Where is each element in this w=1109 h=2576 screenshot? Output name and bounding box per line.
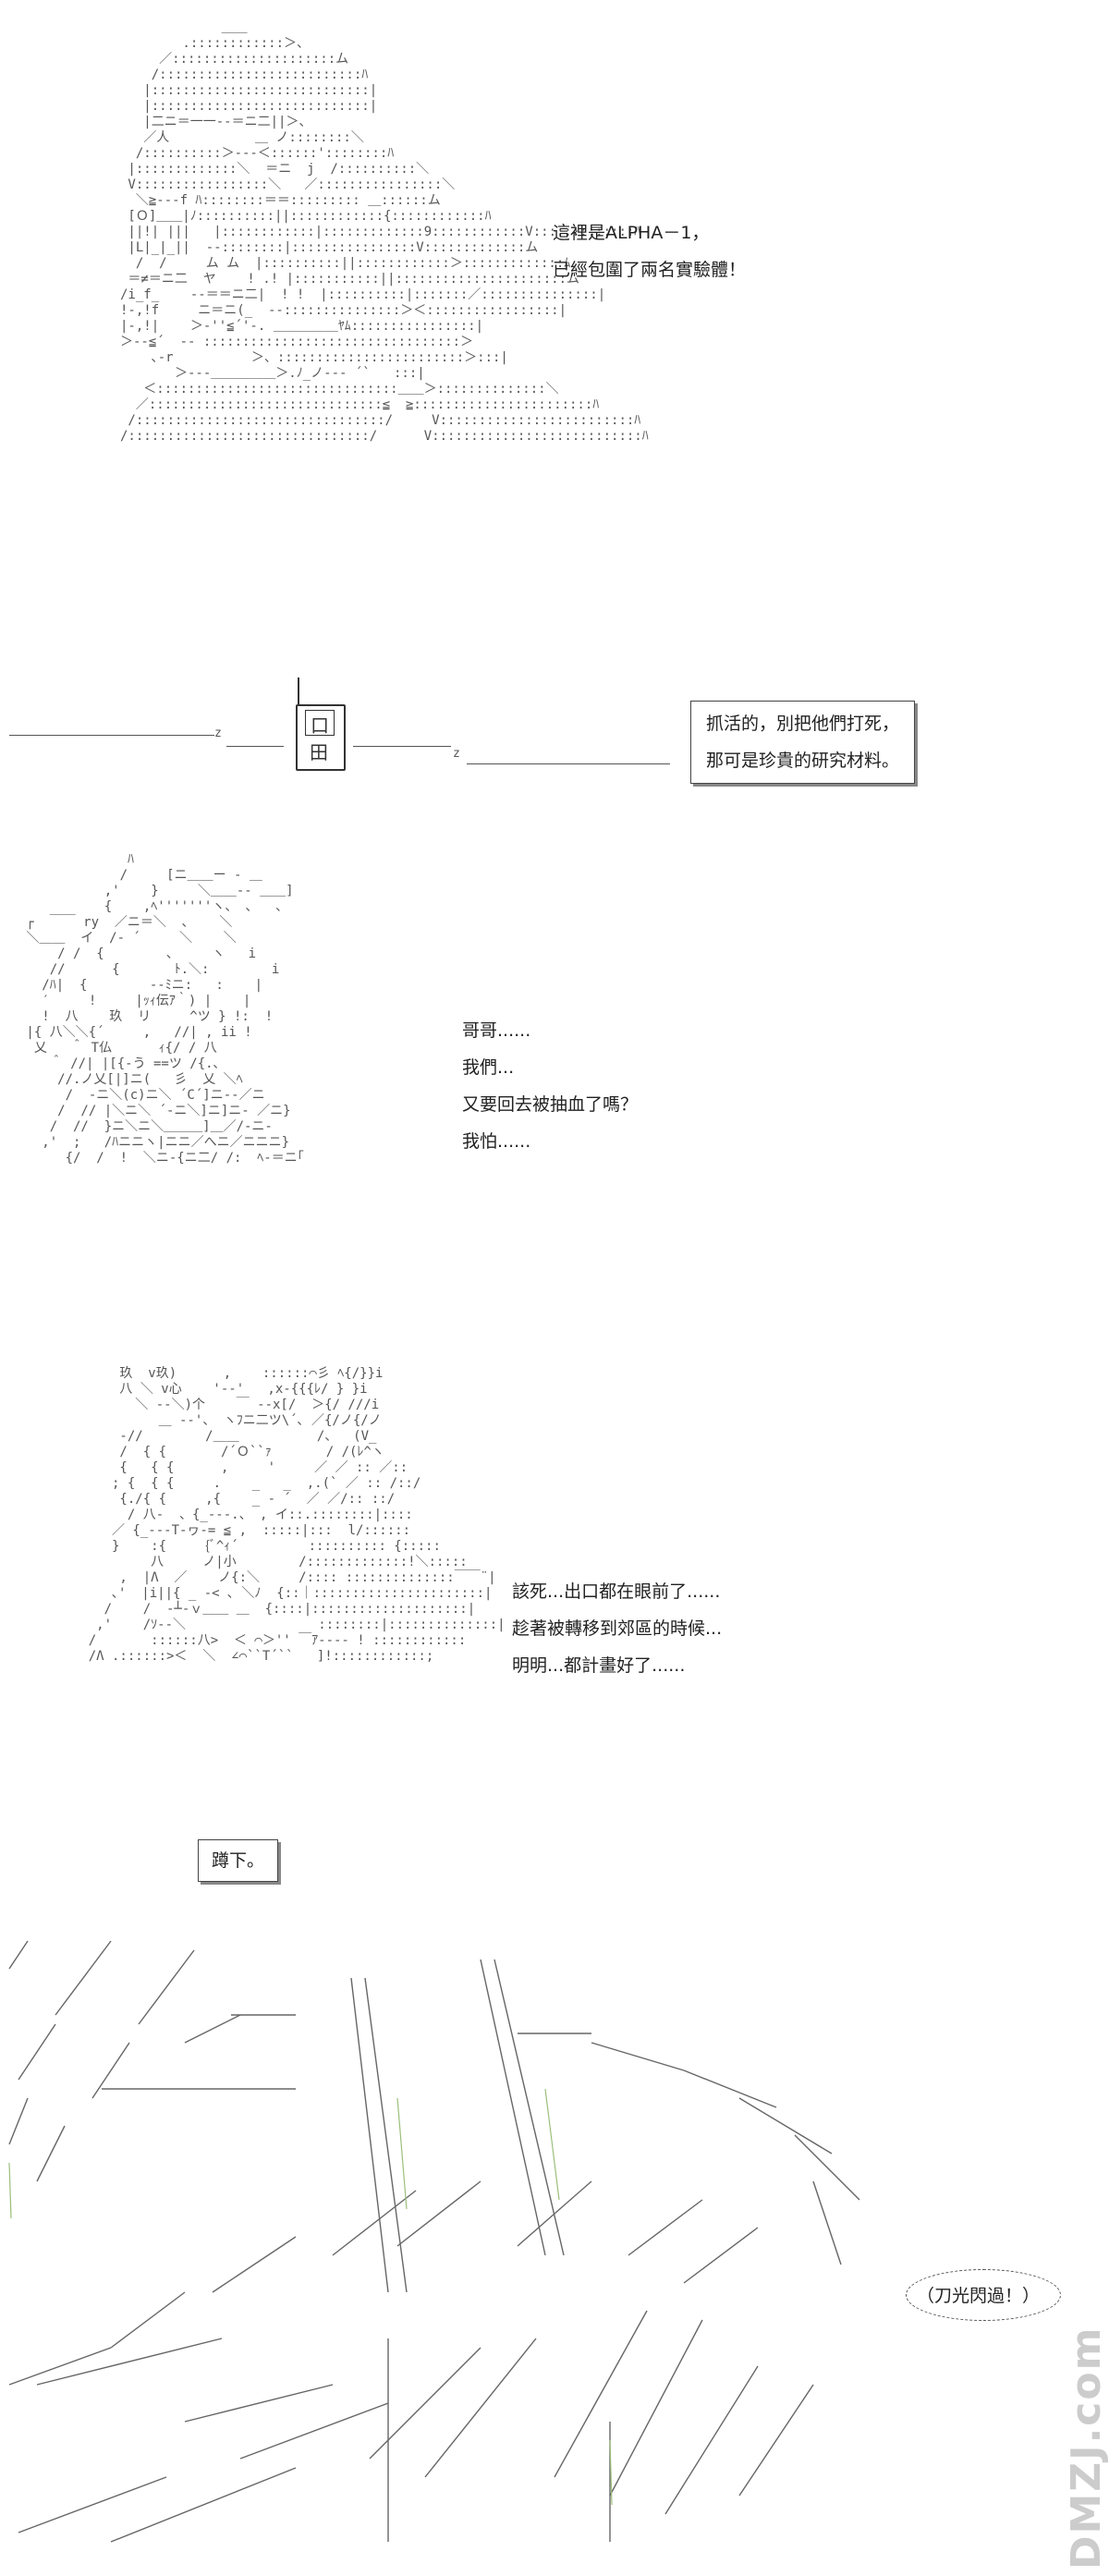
slash-line — [212, 2236, 297, 2293]
slash-line — [110, 2467, 297, 2543]
slash-line — [609, 2319, 703, 2497]
slash-highlight — [8, 2162, 12, 2219]
radio-keypad: 田 — [310, 741, 328, 763]
dialogue-line: 趁著被轉移到郊區的時候... — [512, 1618, 723, 1639]
slash-line — [8, 2347, 112, 2386]
slash-line — [628, 2199, 703, 2256]
soldier-dialogue: 這裡是ALPHA－1， 已經包圍了兩名實驗體！ — [553, 214, 746, 288]
soldier-ascii-art: ＿＿ .::::::::::::＞、 ／::::::::::::::::::::… — [120, 20, 649, 444]
slash-line — [184, 2384, 334, 2423]
sfx-text: （刀光閃過！） — [917, 2286, 1041, 2306]
dialogue-line: 又要回去被抽血了嗎？ — [462, 1094, 639, 1115]
slash-line — [364, 1977, 408, 2293]
blade-slash-art — [8, 1940, 860, 2543]
slash-line — [91, 2042, 130, 2099]
radio-message-box: 抓活的，別把他們打死， 那可是珍貴的研究材料。 — [690, 701, 916, 784]
slash-line — [554, 2310, 648, 2478]
slash-line — [36, 2338, 223, 2386]
slash-line — [480, 1959, 546, 2256]
brother-dialogue: 該死...出口都在眼前了...... 趁著被轉移到郊區的時候... 明明...都… — [512, 1573, 722, 1684]
site-watermark: DMZJ.com — [1063, 2326, 1109, 2570]
slash-line — [683, 2227, 759, 2284]
slash-line — [683, 2069, 777, 2108]
radio-screen: 口 — [305, 710, 335, 737]
slash-line — [424, 2338, 537, 2478]
slash-line — [18, 2476, 167, 2533]
slash-line — [350, 1977, 389, 2293]
radio-signal-line-right — [467, 763, 670, 764]
slash-line — [239, 2402, 389, 2460]
radio-signal-line-left-short — [226, 746, 284, 747]
brother-ascii-art: 玖 v玖) , ::::::⌒彡 ﾍ{/}}i 八 ＼ v心 '‐‐' ,x‐{… — [88, 1366, 506, 1664]
slash-line — [18, 2023, 56, 2081]
slash-line — [738, 2384, 814, 2497]
slash-line — [812, 2180, 842, 2265]
radio-signal-line-left — [9, 735, 214, 736]
slash-line — [138, 1949, 195, 2025]
dialogue-line: 哥哥...... — [462, 1020, 531, 1041]
slash-line — [664, 2365, 759, 2515]
slash-line — [517, 2180, 592, 2247]
sister-dialogue: 哥哥...... 我們... 又要回去被抽血了嗎？ 我怕...... — [462, 1012, 638, 1160]
radio-message-line: 那可是珍貴的研究材料。 — [706, 751, 900, 771]
dialogue-line: 已經包圍了兩名實驗體！ — [553, 260, 747, 280]
slash-line — [332, 2190, 417, 2256]
dialogue-line: 明明...都計畫好了...... — [512, 1655, 686, 1676]
slash-line — [738, 2097, 833, 2155]
slash-line — [55, 1940, 112, 2016]
caption-text: 蹲下。 — [212, 1850, 265, 1871]
slash-line — [110, 2291, 186, 2349]
slash-highlight — [396, 2097, 408, 2210]
burst-effect-icon — [906, 2269, 1061, 2321]
slash-line — [184, 2014, 241, 2044]
dialogue-line: 我怕...... — [462, 1131, 531, 1152]
slash-highlight — [609, 2439, 613, 2506]
slash-line — [494, 1959, 565, 2256]
radio-transceiver-icon: 口 田 — [296, 704, 346, 771]
radio-signal-line-right-short — [353, 746, 451, 747]
radio-signal-mark: z — [453, 747, 460, 761]
dialogue-line: 該死...出口都在眼前了...... — [512, 1581, 721, 1602]
caption-box: 蹲下。 — [198, 1839, 279, 1882]
dialogue-line: 這裡是ALPHA－1， — [553, 223, 710, 243]
radio-antenna — [298, 678, 299, 705]
dialogue-line: 我們... — [462, 1057, 515, 1078]
sister-ascii-art: ﾊ / [ニ＿＿ー ‐ ＿ ,' } ＼＿＿‐‐ ＿＿] { ,ﾍ'''''''… — [26, 852, 304, 1166]
radio-signal-mark: z — [214, 726, 222, 740]
slash-line — [8, 1940, 29, 1970]
slash-highlight — [544, 2088, 560, 2201]
slash-line — [591, 2042, 685, 2071]
slash-line — [36, 2125, 66, 2182]
slash-line — [794, 2134, 860, 2201]
radio-message-line: 抓活的，別把他們打死， — [706, 714, 900, 734]
slash-line — [8, 2097, 29, 2145]
slash-line — [369, 2347, 481, 2460]
slash-line — [396, 2180, 481, 2247]
